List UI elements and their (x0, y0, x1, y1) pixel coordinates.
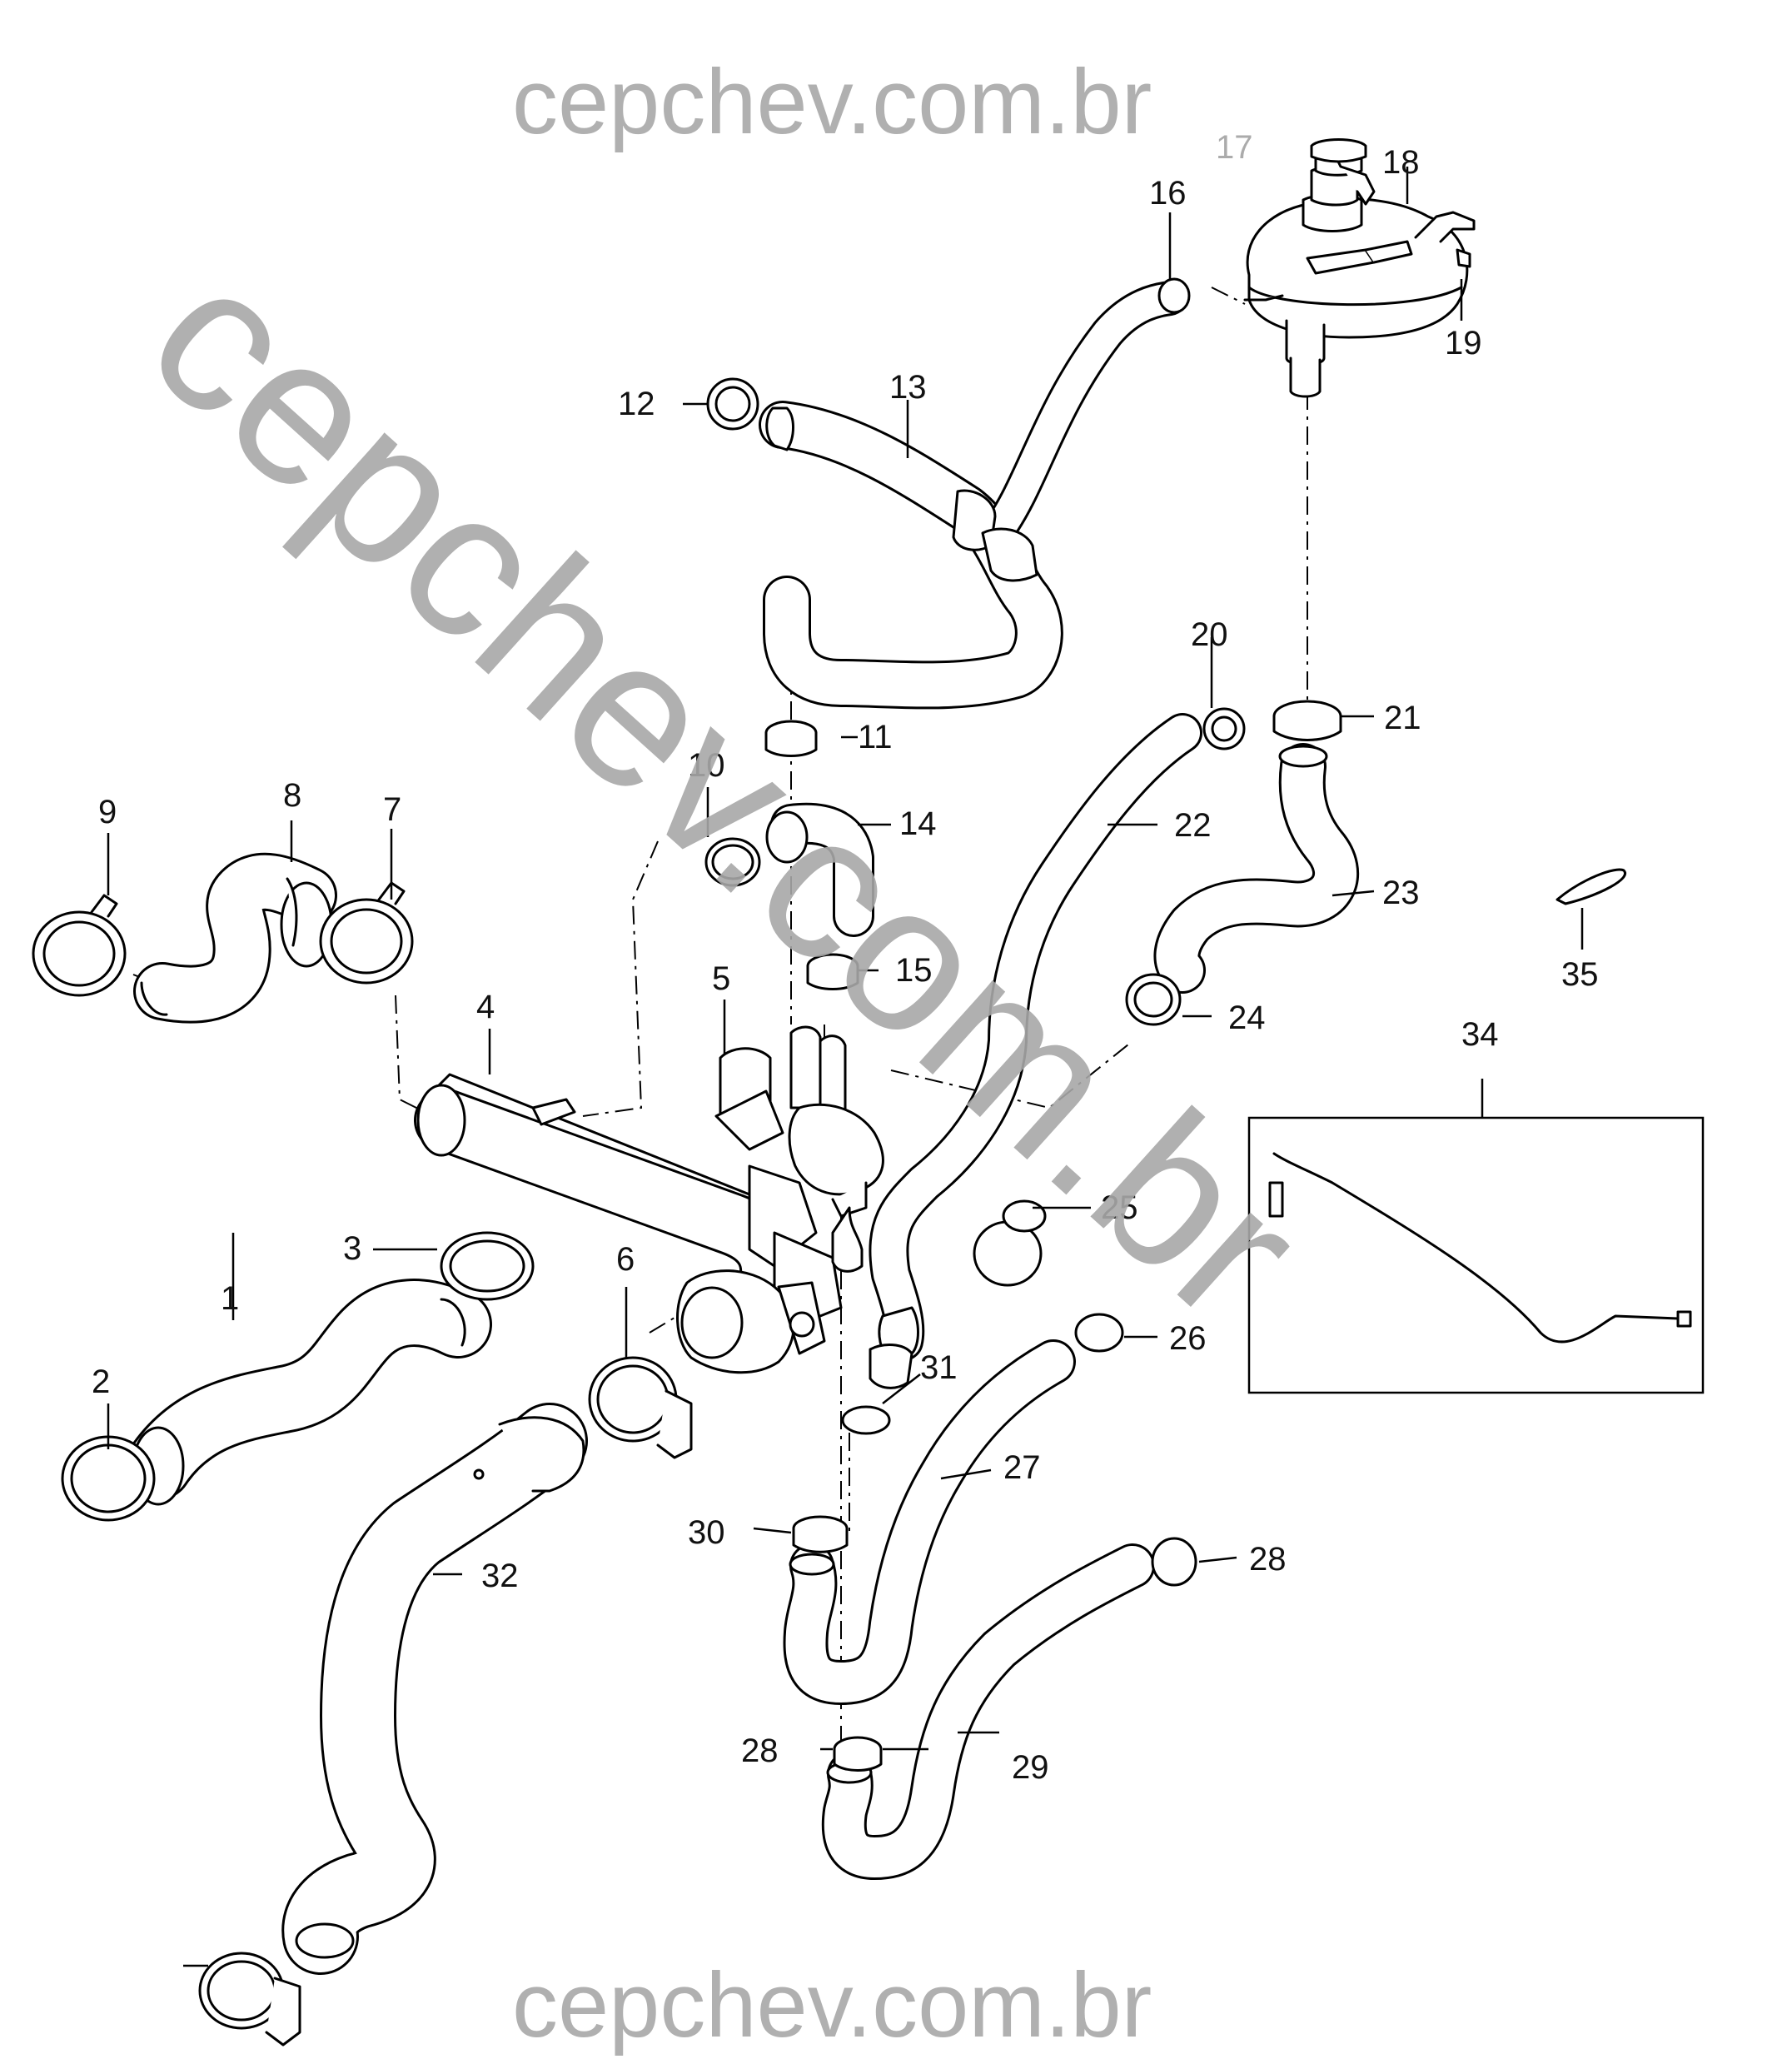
hose-22 (869, 713, 1202, 1389)
callout-18: 18 (1382, 144, 1420, 181)
callout-23: 23 (1382, 875, 1420, 911)
callout-28a: 28 (1249, 1541, 1287, 1578)
hose-8 (133, 852, 337, 1024)
callout-20: 20 (1191, 616, 1228, 653)
hose-27 (783, 1339, 1076, 1705)
callout-6: 6 (616, 1241, 635, 1278)
hose-13 (759, 281, 1187, 710)
callout-34: 34 (1461, 1016, 1499, 1053)
callout-7: 7 (383, 791, 401, 828)
callout-2: 2 (92, 1364, 110, 1400)
callout-8: 8 (283, 777, 301, 814)
callout-30: 30 (688, 1514, 725, 1551)
callout-22: 22 (1174, 807, 1212, 844)
hose-23 (1153, 743, 1359, 994)
callout-13: 13 (889, 369, 927, 406)
callout-9: 9 (98, 794, 117, 830)
pipe-14 (765, 802, 874, 937)
box-34 (1247, 1079, 1705, 1394)
hose-1 (124, 1279, 492, 1506)
watermark-top: cepchev.com.br (512, 51, 1152, 153)
callout-12: 12 (618, 386, 655, 422)
callout-26: 26 (1169, 1320, 1207, 1357)
callout-28b: 28 (741, 1732, 779, 1769)
callout-15: 15 (895, 952, 933, 989)
callout-31: 31 (920, 1349, 958, 1386)
callout-17: 17 (1216, 129, 1253, 166)
leader-lines (107, 167, 1584, 1967)
callout-11: 11 (858, 719, 893, 755)
callout-21: 21 (1384, 700, 1421, 736)
callout-3: 3 (343, 1230, 361, 1267)
callout-4: 4 (476, 989, 495, 1025)
callout-19: 19 (1445, 325, 1482, 361)
callout-1: 1 (221, 1280, 239, 1317)
outlet-fitting (676, 1269, 826, 1374)
housing-5 (714, 1025, 884, 1326)
expansion-tank (1243, 142, 1476, 398)
hose-32 (281, 1403, 588, 1975)
callout-numbers: 1 2 3 4 5 6 7 8 9 10 11 12 13 14 15 16 1… (92, 129, 1599, 1786)
callout-5: 5 (712, 960, 730, 997)
callout-25: 25 (1101, 1189, 1138, 1226)
tank-cap (1310, 138, 1367, 163)
callout-10: 10 (688, 747, 725, 784)
callout-24: 24 (1228, 1000, 1266, 1036)
callout-14: 14 (899, 805, 937, 842)
clamps (32, 277, 1627, 2047)
callout-29: 29 (1012, 1749, 1049, 1786)
callout-27: 27 (1003, 1449, 1041, 1486)
watermark-bottom: cepchev.com.br (512, 1954, 1152, 2057)
callout-32: 32 (481, 1558, 519, 1594)
callout-16: 16 (1149, 175, 1187, 212)
callout-35: 35 (1561, 956, 1599, 993)
